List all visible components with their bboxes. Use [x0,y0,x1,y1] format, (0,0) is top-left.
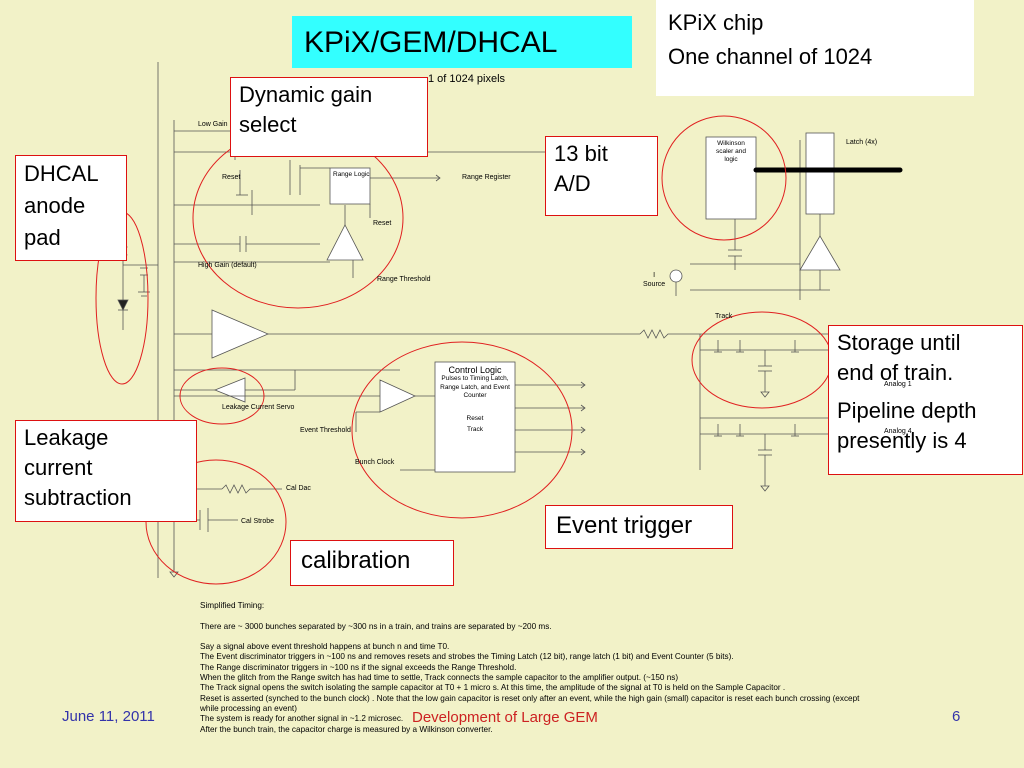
timing-line: Simplified Timing: [200,601,265,610]
leakage-line-3: subtraction [24,485,132,510]
dynamic-gain-callout: Dynamic gain select [230,77,428,157]
timing-line [200,632,940,642]
cal-strobe-label: Cal Strobe [241,518,275,525]
wilkinson-line-1: Wilkinson [717,140,745,147]
wilkinson-label: Wilkinson scaler and logic [706,140,756,164]
storage-line-3: Pipeline depth [837,398,977,423]
ad-line-1: 13 bit [554,141,608,166]
footer-title: Development of Large GEM [412,709,598,726]
timing-line: The Track signal opens the switch isolat… [200,683,786,693]
control-desc-3: Counter [463,392,487,399]
dynamic-gain-line-1: Dynamic gain [239,82,373,107]
leakage-servo-label: Leakage Current Servo [222,404,295,411]
timing-line: The Event discriminator triggers in ~100… [200,652,734,662]
control-track-label: Track [466,425,483,433]
dhcal-line-1: DHCAL [24,161,99,186]
ad-callout: 13 bit A/D [545,136,658,216]
control-logic-label: Control Logic Pulses to Timing Latch, Ra… [435,365,515,433]
storage-callout: Storage until end of train. Pipeline dep… [828,325,1023,475]
bunch-clock-label: Bunch Clock [355,459,395,466]
kpix-chip-box: KPiX chip One channel of 1024 [656,0,974,96]
wilkinson-line-3: logic [724,156,738,163]
i-source-line-2: Source [643,281,666,288]
leakage-line-2: current [24,455,93,480]
dynamic-gain-line-2: select [239,112,297,137]
track-label: Track [715,313,733,320]
kpix-line-2: One channel of 1024 [668,44,873,69]
event-trigger-callout: Event trigger [545,505,733,549]
storage-line-1: Storage until [837,330,961,355]
storage-line-4: presently is 4 [837,428,967,453]
calibration-ellipse [145,459,287,585]
wilkinson-box [705,136,757,220]
simplified-timing-notes: Simplified Timing: There are ~ 3000 bunch… [200,601,940,735]
range-logic-box [329,167,371,205]
footer-page-number: 6 [952,708,961,725]
pixels-label: 1 of 1024 pixels [428,73,506,85]
dhcal-callout: DHCAL anode pad [15,155,127,261]
reset-left-label: Reset [222,174,241,181]
i-source-label: I Source [643,271,665,289]
range-register-label: Range Register [462,174,511,181]
i-source-line-1: I [653,272,656,279]
timing-line: The Range discriminator triggers in ~100… [200,662,517,672]
timing-line [200,611,940,621]
high-gain-label: High Gain (default) [198,262,257,269]
wilkinson-line-2: scaler and [716,148,746,155]
calibration-callout: calibration [290,540,454,586]
control-logic-box [434,361,516,473]
footer-date: June 11, 2011 [62,708,155,725]
leakage-callout: Leakage current subtraction [15,420,197,522]
dhcal-line-3: pad [24,225,61,250]
analog-4-label: Analog 4 [884,428,912,435]
control-reset-label: Reset [466,414,484,422]
range-logic-label: Range Logic [333,171,370,178]
trigger-ellipse [351,341,573,519]
reset-right-label: Reset [373,220,392,227]
analog-1-label: Analog 1 [884,381,912,388]
control-desc-1: Pulses to Timing Latch, [441,375,509,382]
leakage-ellipse [179,367,265,425]
timing-line: When the glitch from the Range switch ha… [200,673,679,683]
timing-line: Reset is asserted (synched to the bunch … [200,693,860,703]
latch-label: Latch (4x) [846,139,878,146]
timing-line: while processing an event) [200,703,297,713]
latch-box [805,132,835,215]
control-desc-2: Range Latch, and Event [440,383,510,391]
adc-circle [661,115,787,241]
timing-line: There are ~ 3000 bunches separated by ~3… [200,621,552,631]
dhcal-line-2: anode [24,193,86,218]
timing-line: Say a signal above event threshold happe… [200,642,450,652]
timing-line: The system is ready for another signal i… [200,714,404,724]
cal-dac-label: Cal Dac [286,485,311,492]
storage-line-2: end of train. [837,360,954,385]
slide-title: KPiX/GEM/DHCAL [292,16,632,68]
event-threshold-label: Event Threshold [300,427,351,434]
ad-line-2: A/D [554,171,591,196]
timing-line: After the bunch train, the capacitor cha… [200,724,493,734]
low-gain-label: Low Gain [198,121,228,128]
leakage-line-1: Leakage [24,425,109,450]
kpix-line-1: KPiX chip [668,10,764,35]
range-threshold-label: Range Threshold [377,276,431,283]
control-logic-title: Control Logic [448,365,502,375]
